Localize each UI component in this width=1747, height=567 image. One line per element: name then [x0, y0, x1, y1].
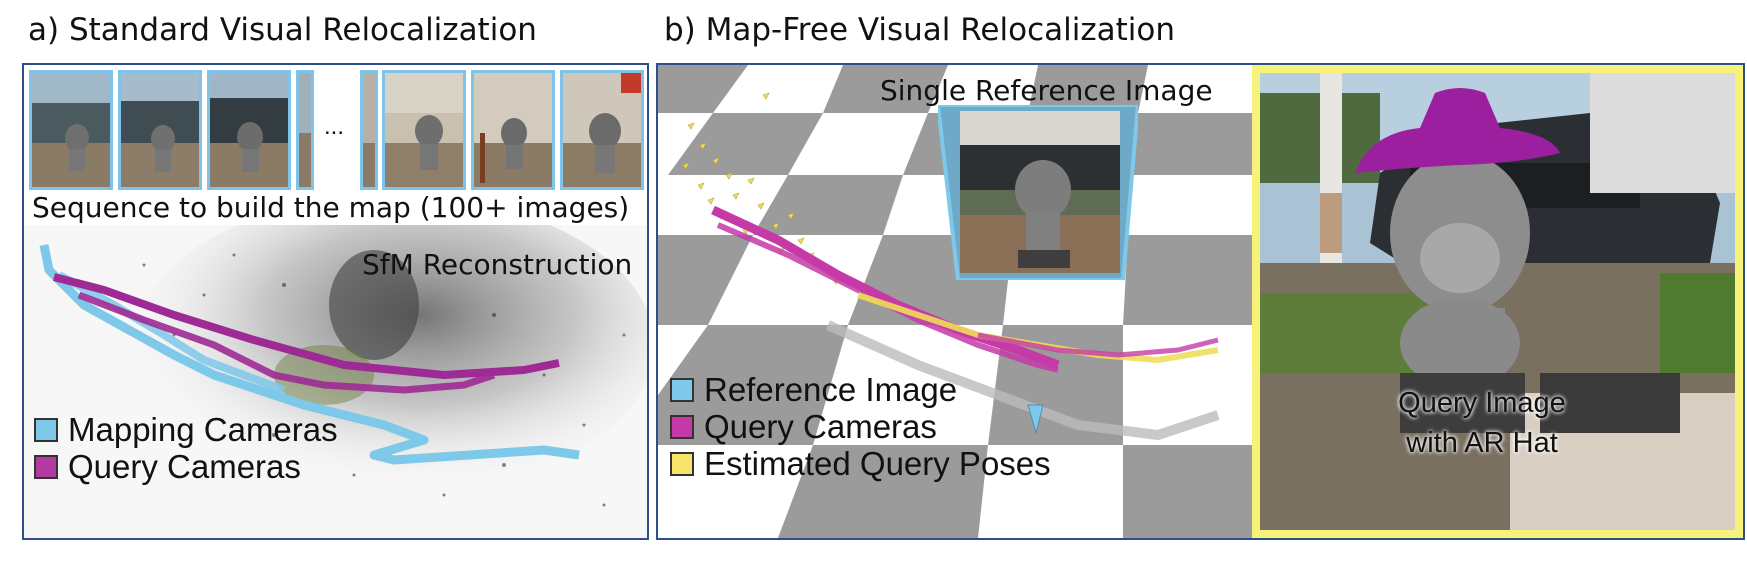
sequence-image-4 [296, 70, 314, 190]
ar-hat [1355, 88, 1560, 173]
legend-item-query-cameras: Query Cameras [34, 448, 338, 485]
legend-item-mapping-cameras: Mapping Cameras [34, 411, 338, 448]
panel-a-title: a) Standard Visual Relocalization [28, 12, 537, 48]
single-reference-image [935, 103, 1141, 282]
panel-b-legend: Reference Image Query Cameras Estimated … [670, 371, 1051, 482]
legend-item-estimated-query-poses: Estimated Query Poses [670, 445, 1051, 482]
sequence-caption: Sequence to build the map (100+ images) [32, 191, 630, 224]
legend-label: Query Cameras [704, 408, 937, 445]
estimated-query-poses-swatch [670, 451, 694, 476]
query-image-caption-line1: Query Image [1398, 387, 1566, 419]
reference-image-swatch [670, 377, 694, 402]
query-cameras-swatch [34, 454, 58, 479]
legend-label: Mapping Cameras [68, 411, 338, 448]
sequence-image-8 [560, 70, 644, 190]
panel-a-legend: Mapping Cameras Query Cameras [34, 411, 338, 485]
sequence-image-6 [382, 70, 466, 190]
legend-label: Reference Image [704, 371, 958, 408]
sfm-reconstruction [24, 225, 647, 538]
legend-item-query-cameras: Query Cameras [670, 408, 1051, 445]
sfm-reconstruction-label: SfM Reconstruction [362, 248, 633, 281]
panel-b-title: b) Map-Free Visual Relocalization [664, 12, 1175, 48]
query-image-caption-line2: with AR Hat [1406, 427, 1558, 459]
mapping-cameras-swatch [34, 417, 58, 442]
query-image: Query Image with AR Hat [1252, 65, 1743, 538]
sequence-image-5 [360, 70, 378, 190]
legend-label: Estimated Query Poses [704, 445, 1051, 482]
sequence-image-1 [29, 70, 113, 190]
legend-item-reference-image: Reference Image [670, 371, 1051, 408]
sequence-ellipsis: ... [324, 113, 345, 140]
sequence-image-7 [471, 70, 555, 190]
panel-b: Single Reference Image Reference Image Q… [656, 63, 1745, 540]
sequence-image-2 [118, 70, 202, 190]
legend-label: Query Cameras [68, 448, 301, 485]
panel-a: ... Sequence to build the map (100+ imag… [22, 63, 649, 540]
sequence-image-3 [207, 70, 291, 190]
query-cameras-swatch [670, 414, 694, 439]
single-reference-image-label: Single Reference Image [880, 74, 1213, 107]
